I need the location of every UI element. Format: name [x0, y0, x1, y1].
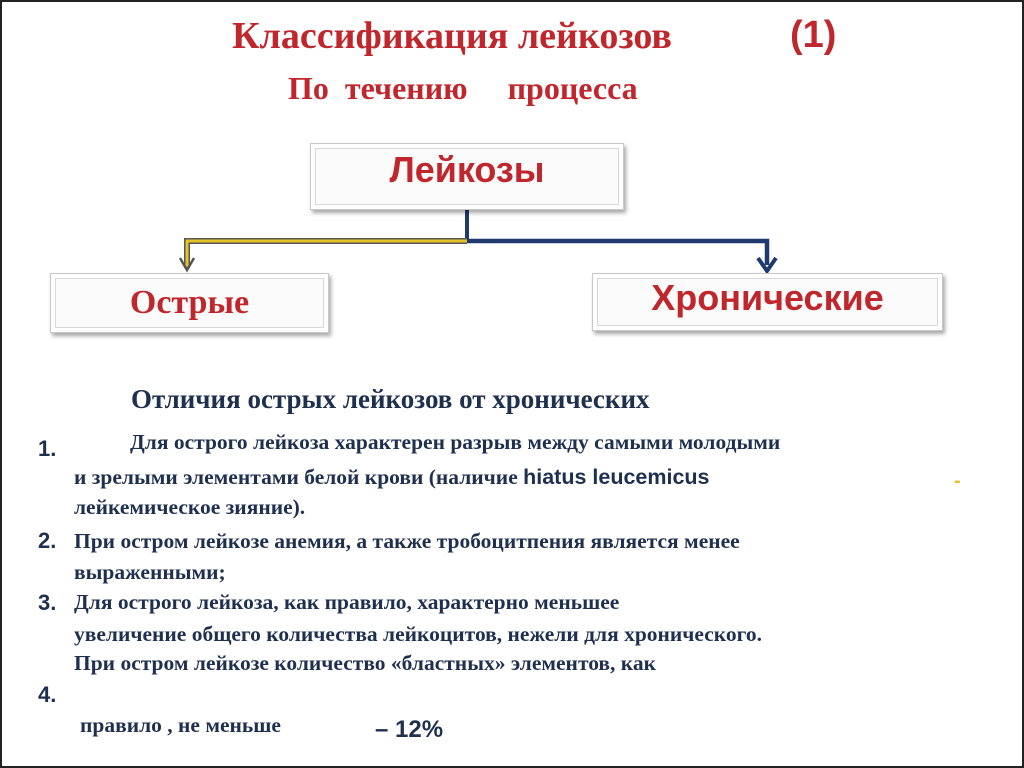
diagram-root-box: Лейкозы — [310, 143, 624, 210]
right-branch-line — [467, 238, 770, 265]
item-3-number: 3. — [38, 590, 57, 615]
item-1-number: 1. — [38, 436, 57, 461]
item-1-line-3: лейкемическое зияние). — [74, 495, 306, 519]
item-1-latin-term: hiatus leucemicus — [523, 465, 710, 489]
diagram-chronic-box: Хронические — [592, 273, 943, 331]
item-2-line-2: выраженными; — [74, 560, 226, 584]
diagram-chronic-label: Хронические — [651, 277, 884, 318]
item-1-line-2: и зрелыми элементами белой крови (наличи… — [74, 465, 710, 490]
diagram-acute-label: Острые — [129, 284, 250, 321]
item-1-line-1: Для острого лейкоза характерен разрыв ме… — [130, 430, 781, 454]
side-mark: - — [954, 470, 961, 492]
diagram-root-label: Лейкозы — [389, 148, 545, 190]
diagram-acute-box: Острые — [50, 273, 329, 333]
item-2-number: 2. — [38, 528, 57, 553]
slide-subtitle: По течению процесса — [288, 70, 638, 106]
item-3-line-3: При остром лейкозе количество «бластных»… — [74, 651, 656, 675]
item-4-line-1: правило , не меньше — [80, 713, 281, 737]
right-arrow-head — [756, 256, 778, 275]
item-3-line-2: увеличение общего количества лейкоцитов,… — [74, 622, 762, 646]
item-3-line-1: Для острого лейкоза, как правило, характ… — [74, 590, 620, 614]
slide-title: Классификация лейкозов — [232, 15, 672, 57]
item-2-line-1: При остром лейкозе анемия, а также тробо… — [74, 529, 740, 553]
percent-value: – 12% — [375, 716, 444, 743]
left-arrow-head — [178, 257, 196, 273]
left-branch-line — [185, 239, 467, 268]
slide-title-number: (1) — [790, 14, 837, 56]
left-branch-outline — [184, 238, 467, 268]
differences-heading: Отличия острых лейкозов от хронических — [131, 384, 650, 414]
item-4-number: 4. — [38, 682, 57, 707]
item-1-line-2-text: и зрелыми элементами белой крови (наличи… — [74, 465, 524, 489]
